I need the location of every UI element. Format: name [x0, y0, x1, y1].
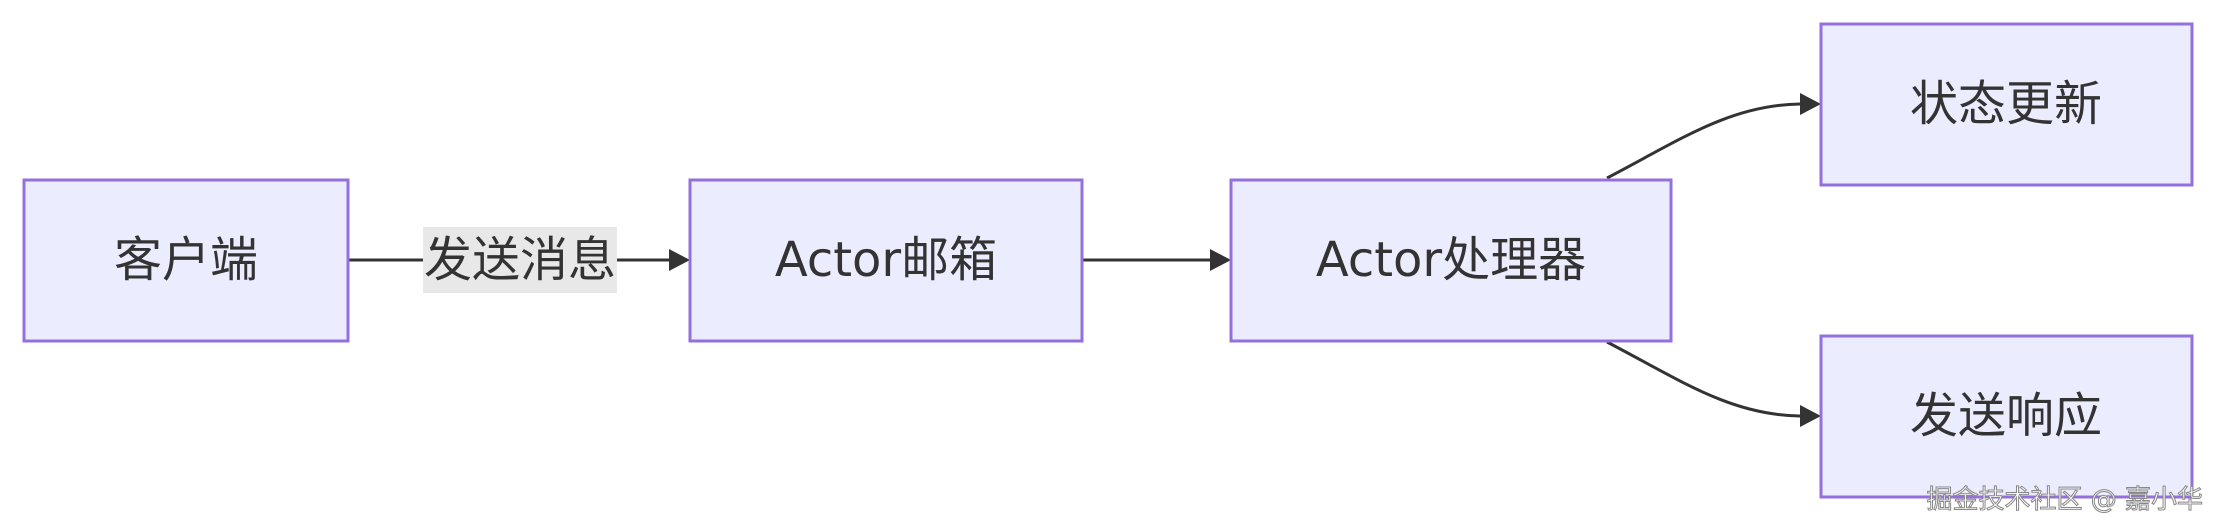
- node-processor[interactable]: Actor处理器: [1229, 178, 1673, 343]
- edge-label-background: [423, 227, 617, 293]
- node-send-response-box: [1819, 334, 2194, 499]
- node-client-box: [22, 178, 350, 343]
- node-mailbox[interactable]: Actor邮箱: [688, 178, 1084, 343]
- node-send-response[interactable]: 发送响应: [1819, 334, 2194, 499]
- node-mailbox-box: [688, 178, 1084, 343]
- edge-processor-to-state-update: [1606, 102, 1806, 180]
- watermark: 掘金技术社区 @ 嘉小华: [1926, 485, 2204, 516]
- arrowhead-to-state-update: [1800, 93, 1821, 115]
- edge-processor-to-send-response: [1606, 340, 1806, 418]
- node-processor-label: Actor处理器: [1316, 232, 1586, 288]
- node-processor-box: [1229, 178, 1673, 343]
- arrowhead-to-send-response: [1800, 405, 1821, 427]
- node-client-label: 客户端: [114, 232, 258, 288]
- node-state-update[interactable]: 状态更新: [1819, 22, 2194, 187]
- arrowhead-to-mailbox: [669, 249, 690, 271]
- node-mailbox-label: Actor邮箱: [775, 232, 997, 288]
- node-state-update-label: 状态更新: [1910, 76, 2102, 132]
- arrowhead-to-processor: [1210, 249, 1231, 271]
- node-state-update-box: [1819, 22, 2194, 187]
- node-client[interactable]: 客户端: [22, 178, 350, 343]
- edge-label-send-message: 发送消息: [424, 232, 616, 288]
- node-send-response-label: 发送响应: [1910, 388, 2102, 444]
